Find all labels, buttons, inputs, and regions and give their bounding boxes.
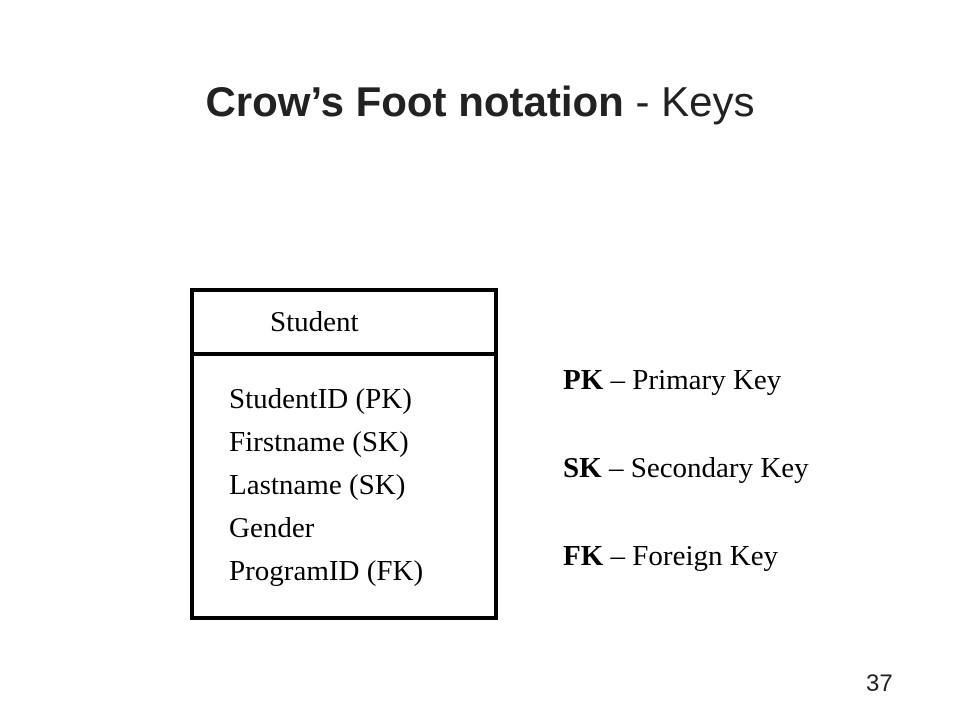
legend-item-foreign-key: FK – Foreign Key — [563, 536, 778, 576]
attribute-firstname: Firstname (SK) — [229, 426, 409, 458]
entity-box-student: Student StudentID (PK) Firstname (SK) La… — [190, 288, 498, 620]
attribute-program-id: ProgramID (FK) — [229, 555, 424, 587]
legend-abbr: SK — [563, 452, 602, 484]
slide-title-suffix: - Keys — [623, 78, 755, 125]
entity-name: Student — [270, 306, 359, 338]
page-number: 37 — [866, 670, 893, 697]
slide-title: Crow’s Foot notation - Keys — [0, 72, 960, 132]
legend-abbr: PK — [563, 364, 604, 396]
attribute-student-id: StudentID (PK) — [229, 383, 412, 415]
attribute-lastname: Lastname (SK) — [229, 469, 406, 501]
slide-title-main: Crow’s Foot notation — [205, 78, 624, 125]
legend-text: – Foreign Key — [603, 540, 779, 572]
entity-header: Student — [194, 292, 494, 356]
legend-item-secondary-key: SK – Secondary Key — [563, 448, 809, 488]
legend-text: – Primary Key — [603, 364, 782, 396]
attribute-gender: Gender — [229, 512, 315, 544]
legend-abbr: FK — [563, 540, 604, 572]
attribute-list: StudentID (PK) Firstname (SK) Lastname (… — [229, 378, 423, 593]
legend-text: – Secondary Key — [601, 452, 809, 484]
legend-item-primary-key: PK – Primary Key — [563, 360, 781, 400]
